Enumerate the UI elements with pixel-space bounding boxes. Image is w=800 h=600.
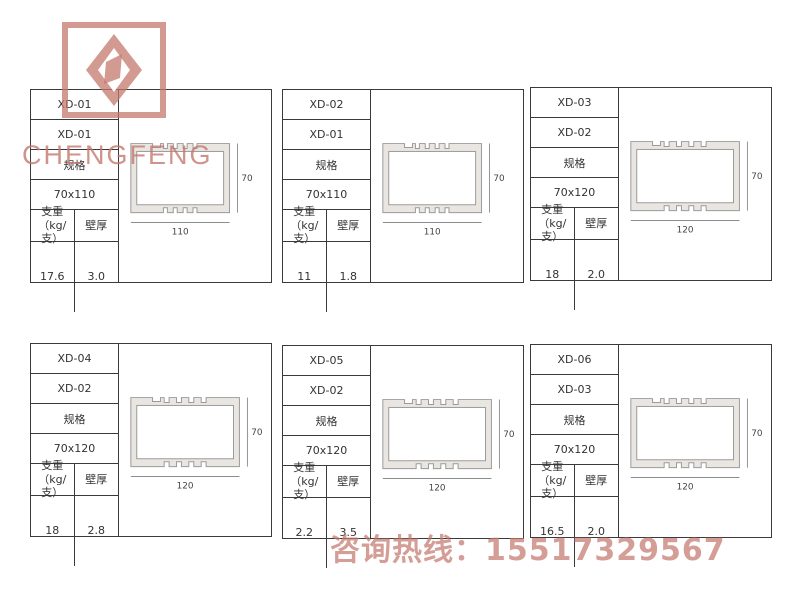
- spec-header-row: 支重（kg/支） 壁厚: [531, 460, 618, 500]
- thickness-value: 2.0: [587, 268, 606, 282]
- brand-watermark: CHENGFENG: [22, 140, 213, 170]
- thickness-header: 壁厚: [85, 218, 108, 232]
- profile-card: XD-04 XD-02 规格 70x120 支重（kg/支） 壁厚 18 2.8…: [30, 343, 272, 566]
- width-label: 110: [172, 227, 189, 237]
- spec-table: XD-02 XD-01 规格 70x110 支重（kg/支） 壁厚 11 1.8: [283, 90, 371, 312]
- profile-code: XD-02: [283, 90, 370, 120]
- profile-cavity: [136, 404, 234, 460]
- hotline-watermark: 咨询热线：15517329567: [330, 533, 726, 568]
- profile-size: 70x110: [283, 180, 370, 210]
- profile-ref: XD-01: [283, 120, 370, 150]
- thickness-header: 壁厚: [585, 473, 608, 487]
- spec-label: 规格: [31, 150, 118, 180]
- profile-drawing: 120 70: [619, 88, 771, 280]
- weight-header: 支重（kg/支）: [283, 205, 327, 245]
- spec-value-row: 18 2.0: [531, 240, 618, 310]
- spec-value-row: 16.5 2.0: [531, 497, 618, 567]
- weight-value: 11: [283, 242, 327, 312]
- height-label: 70: [751, 429, 763, 439]
- height-label: 70: [503, 430, 515, 440]
- spec-table: XD-06 XD-03 规格 70x120 支重（kg/支） 壁厚 16.5 2…: [531, 345, 619, 567]
- profile-cavity: [636, 405, 734, 461]
- spec-header-row: 支重（kg/支） 壁厚: [531, 203, 618, 243]
- spec-table: XD-05 XD-02 规格 70x120 支重（kg/支） 壁厚 2.2 3.…: [283, 346, 371, 568]
- thickness-value: 2.8: [87, 524, 106, 538]
- weight-header: 支重（kg/支）: [31, 459, 75, 499]
- height-label: 70: [241, 174, 253, 184]
- profile-card: XD-03 XD-02 规格 70x120 支重（kg/支） 壁厚 18 2.0…: [530, 87, 772, 310]
- spec-header-row: 支重（kg/支） 壁厚: [31, 459, 118, 499]
- spec-value-row: 2.2 3.5: [283, 498, 370, 568]
- spec-label: 规格: [283, 406, 370, 436]
- height-label: 70: [251, 428, 263, 438]
- profile-card: XD-02 XD-01 规格 70x110 支重（kg/支） 壁厚 11 1.8…: [282, 89, 524, 312]
- thickness-header: 壁厚: [85, 472, 108, 486]
- profile-cavity: [136, 150, 225, 206]
- profile-code: XD-04: [31, 344, 118, 374]
- spec-value-row: 11 1.8: [283, 242, 370, 312]
- profile-code: XD-03: [531, 88, 618, 118]
- thickness-value: 3.0: [87, 270, 106, 284]
- spec-label: 规格: [531, 148, 618, 178]
- profile-ref: XD-02: [531, 118, 618, 148]
- spec-header-row: 支重（kg/支） 壁厚: [283, 461, 370, 501]
- profile-size: 70x120: [31, 434, 118, 464]
- width-label: 110: [424, 227, 441, 237]
- profile-size: 70x120: [531, 435, 618, 465]
- profile-drawing: 120 70: [119, 344, 271, 536]
- thickness-value: 3.5: [339, 526, 358, 540]
- profile-code: XD-06: [531, 345, 618, 375]
- profile-card: XD-06 XD-03 规格 70x120 支重（kg/支） 壁厚 16.5 2…: [530, 344, 772, 567]
- profile-cavity: [388, 150, 477, 206]
- profile-cavity: [388, 406, 486, 462]
- thickness-value: 1.8: [339, 270, 358, 284]
- spec-table: XD-01 XD-01 规格 70x110 支重（kg/支） 壁厚 17.6 3…: [31, 90, 119, 312]
- weight-header: 支重（kg/支）: [283, 461, 327, 501]
- weight-header: 支重（kg/支）: [531, 203, 575, 243]
- spec-header-row: 支重（kg/支） 壁厚: [283, 205, 370, 245]
- weight-header: 支重（kg/支）: [31, 205, 75, 245]
- profile-card: XD-05 XD-02 规格 70x120 支重（kg/支） 壁厚 2.2 3.…: [282, 345, 524, 568]
- height-label: 70: [493, 174, 505, 184]
- width-label: 120: [677, 482, 694, 492]
- height-label: 70: [751, 172, 763, 182]
- spec-header-row: 支重（kg/支） 壁厚: [31, 205, 118, 245]
- profile-size: 70x120: [531, 178, 618, 208]
- profile-card: XD-01 XD-01 规格 70x110 支重（kg/支） 壁厚 17.6 3…: [30, 89, 272, 312]
- spec-label: 规格: [31, 404, 118, 434]
- spec-value-row: 17.6 3.0: [31, 242, 118, 312]
- width-label: 120: [177, 481, 194, 491]
- profile-ref: XD-02: [283, 376, 370, 406]
- spec-table: XD-04 XD-02 规格 70x120 支重（kg/支） 壁厚 18 2.8: [31, 344, 119, 566]
- weight-value: 2.2: [283, 498, 327, 568]
- profile-code: XD-05: [283, 346, 370, 376]
- spec-label: 规格: [283, 150, 370, 180]
- profile-ref: XD-01: [31, 120, 118, 150]
- profile-size: 70x120: [283, 436, 370, 466]
- width-label: 120: [429, 483, 446, 493]
- profile-cavity: [636, 148, 734, 204]
- profile-ref: XD-03: [531, 375, 618, 405]
- weight-value: 16.5: [531, 497, 575, 567]
- thickness-header: 壁厚: [337, 218, 360, 232]
- thickness-header: 壁厚: [585, 216, 608, 230]
- profile-ref: XD-02: [31, 374, 118, 404]
- profile-drawing: 110 70: [371, 90, 523, 282]
- profile-size: 70x110: [31, 180, 118, 210]
- spec-label: 规格: [531, 405, 618, 435]
- weight-value: 18: [31, 496, 75, 566]
- thickness-value: 2.0: [587, 525, 606, 539]
- profile-drawing: 110 70: [119, 90, 271, 282]
- logo-icon: [62, 22, 166, 118]
- width-label: 120: [677, 225, 694, 235]
- spec-table: XD-03 XD-02 规格 70x120 支重（kg/支） 壁厚 18 2.0: [531, 88, 619, 310]
- profile-drawing: 120 70: [371, 346, 523, 538]
- spec-value-row: 18 2.8: [31, 496, 118, 566]
- profile-drawing: 120 70: [619, 345, 771, 537]
- thickness-header: 壁厚: [337, 474, 360, 488]
- weight-header: 支重（kg/支）: [531, 460, 575, 500]
- weight-value: 18: [531, 240, 575, 310]
- weight-value: 17.6: [31, 242, 75, 312]
